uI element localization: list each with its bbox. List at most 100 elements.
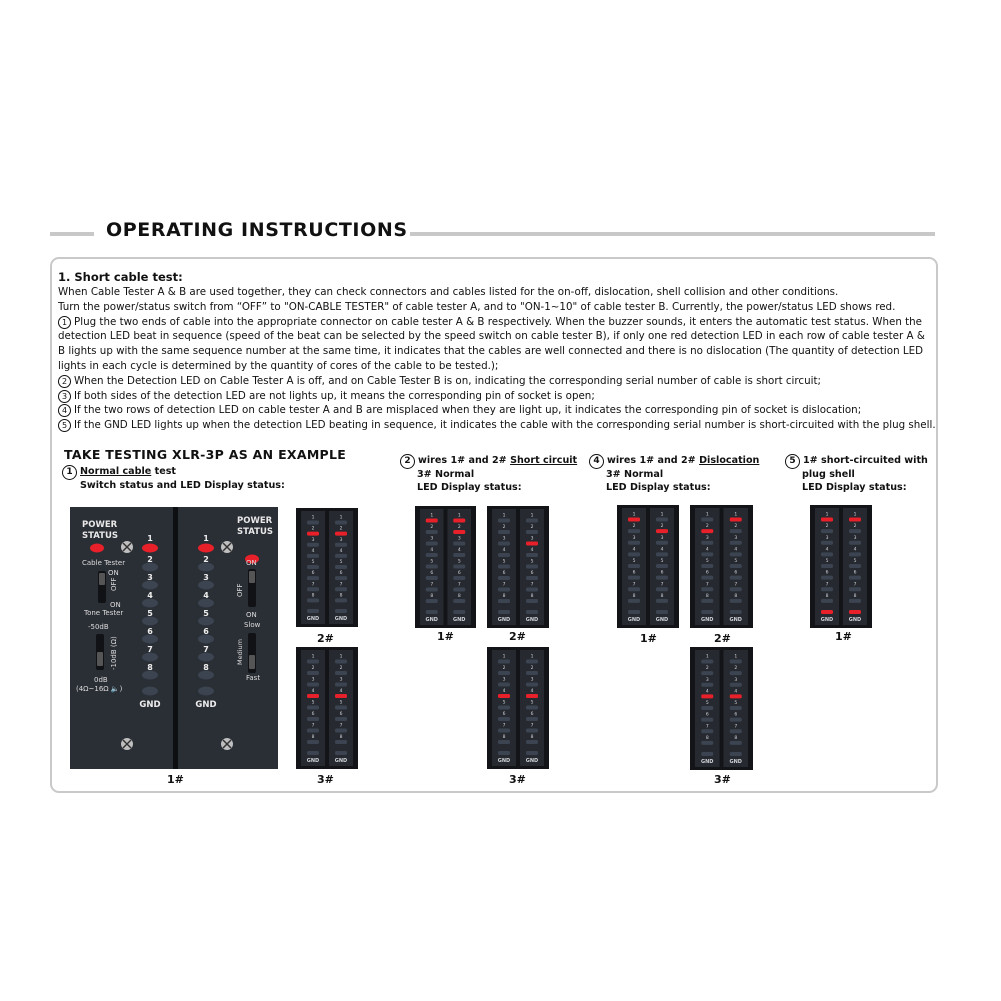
- led-label: 3: [531, 536, 534, 542]
- gnd-label: GND: [701, 617, 713, 623]
- detection-led: [526, 659, 538, 664]
- detection-led: [701, 740, 714, 745]
- led-label: 5: [706, 558, 709, 564]
- detection-led: [425, 553, 438, 557]
- led-label: 1: [734, 654, 737, 660]
- detection-led: [198, 616, 214, 626]
- led-label: 6: [706, 712, 709, 718]
- detection-led-lit: [335, 531, 347, 536]
- led-label: 8: [340, 592, 343, 598]
- detection-led: [849, 529, 861, 534]
- detection-led: [656, 517, 668, 522]
- step-number: 2: [58, 374, 71, 388]
- led-label: 4: [706, 546, 709, 552]
- led-label: 4: [734, 688, 737, 694]
- detection-led: [821, 598, 833, 603]
- detection-led: [198, 562, 214, 572]
- detection-led: [849, 564, 861, 568]
- detection-led: [849, 598, 861, 603]
- led-label: 1: [633, 512, 636, 518]
- led-label: 4: [430, 547, 433, 553]
- gnd-label: GND: [730, 617, 742, 623]
- led-label: 2: [734, 665, 737, 671]
- gnd-led: [656, 610, 668, 614]
- led-label: 6: [503, 570, 506, 576]
- caption-1: 1#: [835, 630, 852, 643]
- led-label: 1: [147, 534, 153, 543]
- detection-led: [498, 576, 510, 580]
- detection-led: [526, 728, 538, 733]
- gnd-led: [335, 609, 347, 613]
- led-label: 5: [734, 558, 737, 564]
- detection-led: [453, 576, 466, 580]
- detection-led: [498, 705, 510, 710]
- led-label: 1: [531, 513, 534, 519]
- detection-led: [498, 530, 510, 534]
- detection-led: [729, 706, 742, 710]
- led-label: 5: [458, 559, 461, 565]
- led-label: 7: [734, 581, 737, 587]
- detection-led: [526, 705, 538, 710]
- gnd-label: GND: [526, 617, 538, 623]
- led-label: 4: [340, 688, 343, 694]
- led-label: GND: [195, 700, 216, 710]
- led-label: 5: [340, 700, 343, 706]
- section-heading-underlined: Normal cable: [80, 466, 152, 477]
- led-label: 7: [531, 723, 534, 729]
- led-label: 1: [340, 515, 343, 521]
- led-label: 2: [430, 524, 433, 530]
- caption-2: 2#: [317, 632, 334, 645]
- power-status-label-a2: STATUS: [82, 531, 118, 541]
- switch-knob: [249, 655, 255, 669]
- switch-label: OFF: [110, 577, 118, 591]
- detection-led: [821, 552, 833, 557]
- led-label: 8: [503, 734, 506, 740]
- detection-led: [526, 530, 538, 534]
- led-label: 4: [503, 688, 506, 694]
- detection-led: [701, 598, 714, 603]
- caption-3: 3#: [509, 773, 526, 786]
- power-led-a: [90, 543, 104, 553]
- switch-label: Cable Tester: [82, 559, 125, 567]
- step-number: 3: [58, 389, 71, 403]
- gnd-label: GND: [426, 617, 438, 623]
- detection-led: [335, 587, 347, 592]
- detection-led: [307, 740, 319, 744]
- paragraph: When Cable Tester A & B are used togethe…: [58, 286, 839, 298]
- power-status-label-a: POWER: [82, 520, 118, 530]
- step-1-line: detection LED beat in sequence (speed of…: [58, 330, 925, 343]
- led-label: 8: [147, 663, 153, 672]
- detection-led: [498, 553, 510, 557]
- detection-led-lit: [453, 518, 466, 523]
- led-label: 5: [854, 558, 857, 564]
- gnd-label: GND: [701, 759, 713, 765]
- gnd-led-lit: [821, 610, 833, 614]
- led-label: 2: [312, 665, 315, 671]
- led-label: 1: [826, 512, 829, 518]
- power-status-label-b2: STATUS: [237, 527, 273, 537]
- gnd-label: GND: [335, 616, 347, 622]
- detection-led: [729, 564, 742, 568]
- gnd-led-lit: [849, 610, 861, 614]
- switch-label: ON: [110, 601, 121, 609]
- led-label: 4: [633, 546, 636, 552]
- caption-1: 1#: [640, 632, 657, 645]
- section-heading-underlined: Dislocation: [699, 455, 760, 466]
- detection-led: [729, 529, 742, 534]
- detection-led: [498, 564, 510, 569]
- led-label: 7: [706, 581, 709, 587]
- led-label: 7: [340, 581, 343, 587]
- led-label: 1: [734, 512, 737, 518]
- led-label: 5: [633, 558, 636, 564]
- detection-led: [701, 552, 714, 557]
- led-label: 5: [312, 559, 315, 565]
- led-label: 3: [531, 677, 534, 683]
- led-label: 6: [312, 570, 315, 576]
- detection-led-lit: [526, 694, 538, 698]
- detection-led: [526, 740, 538, 744]
